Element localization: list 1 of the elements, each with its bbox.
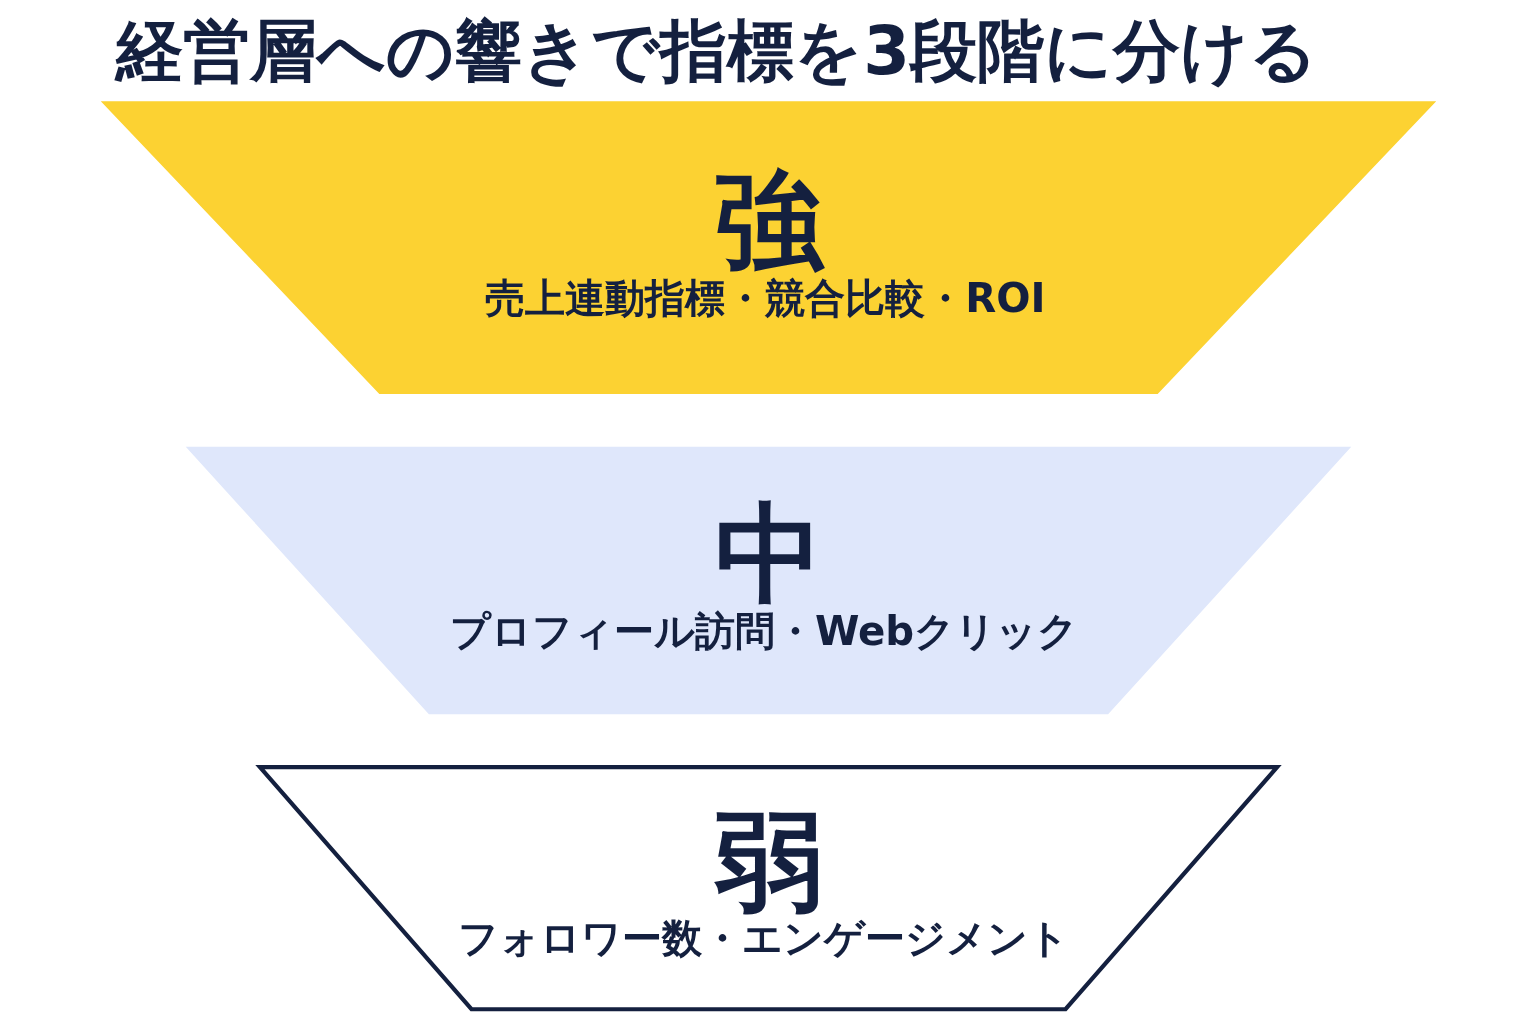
diagram-title: 経営層への響きで指標を3段階に分ける [115,11,1318,90]
